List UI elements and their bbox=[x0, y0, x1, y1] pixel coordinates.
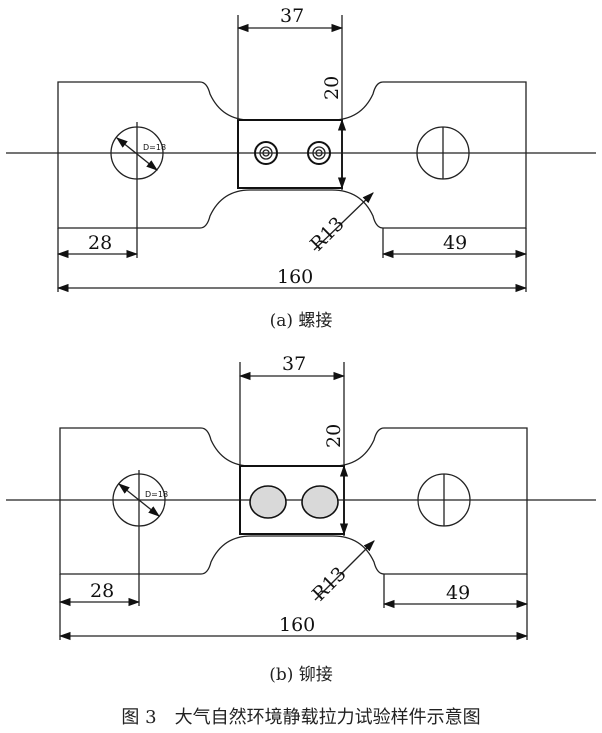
panel-a-radius-label: R13 bbox=[306, 213, 349, 256]
panel-b-radius-label: R13 bbox=[308, 563, 351, 606]
panel-a-height-label: 20 bbox=[321, 76, 343, 100]
figure-caption: 图 3 大气自然环境静载拉力试验样件示意图 bbox=[121, 707, 481, 728]
panel-b-right-label: 49 bbox=[446, 582, 470, 604]
panel-a-bolted: D=18 37 20 R13 28 49 160 bbox=[6, 5, 596, 293]
panel-b-hole-diameter-arrow bbox=[118, 483, 160, 517]
panel-a-radius-leader bbox=[313, 192, 374, 251]
panel-b-total-label: 160 bbox=[279, 614, 315, 636]
panel-b-radius-leader bbox=[314, 540, 375, 601]
panel-b-hole-diameter-label: D=18 bbox=[145, 490, 168, 499]
panel-a-right-label: 49 bbox=[443, 232, 467, 254]
panel-a-joint-block bbox=[237, 119, 343, 189]
panel-b-rivet-right bbox=[301, 485, 339, 519]
panel-a-hole-diameter-label: D=18 bbox=[143, 143, 166, 152]
panel-b-left-label: 28 bbox=[90, 580, 114, 602]
panel-a-bolt-right bbox=[307, 141, 331, 165]
panel-a-left-label: 28 bbox=[88, 232, 112, 254]
panel-b-caption: (b) 铆接 bbox=[269, 665, 333, 685]
panel-b-riveted: D=18 37 20 R13 28 49 160 bbox=[6, 353, 596, 641]
panel-a-width-label: 37 bbox=[280, 5, 304, 27]
panel-b-specimen-outline bbox=[59, 427, 528, 575]
panel-a-total-label: 160 bbox=[277, 266, 313, 288]
panel-a-hole-diameter-arrow bbox=[116, 137, 158, 171]
specimen-diagram-figure: D=18 37 20 R13 28 49 160 bbox=[6, 5, 596, 641]
panel-b-rivet-left bbox=[249, 485, 287, 519]
panel-b-height-label: 20 bbox=[323, 424, 345, 448]
panel-a-bolt-left bbox=[254, 141, 278, 165]
panel-a-specimen-outline bbox=[57, 81, 527, 229]
panel-a-caption: (a) 螺接 bbox=[269, 311, 333, 331]
panel-b-width-label: 37 bbox=[282, 353, 306, 375]
